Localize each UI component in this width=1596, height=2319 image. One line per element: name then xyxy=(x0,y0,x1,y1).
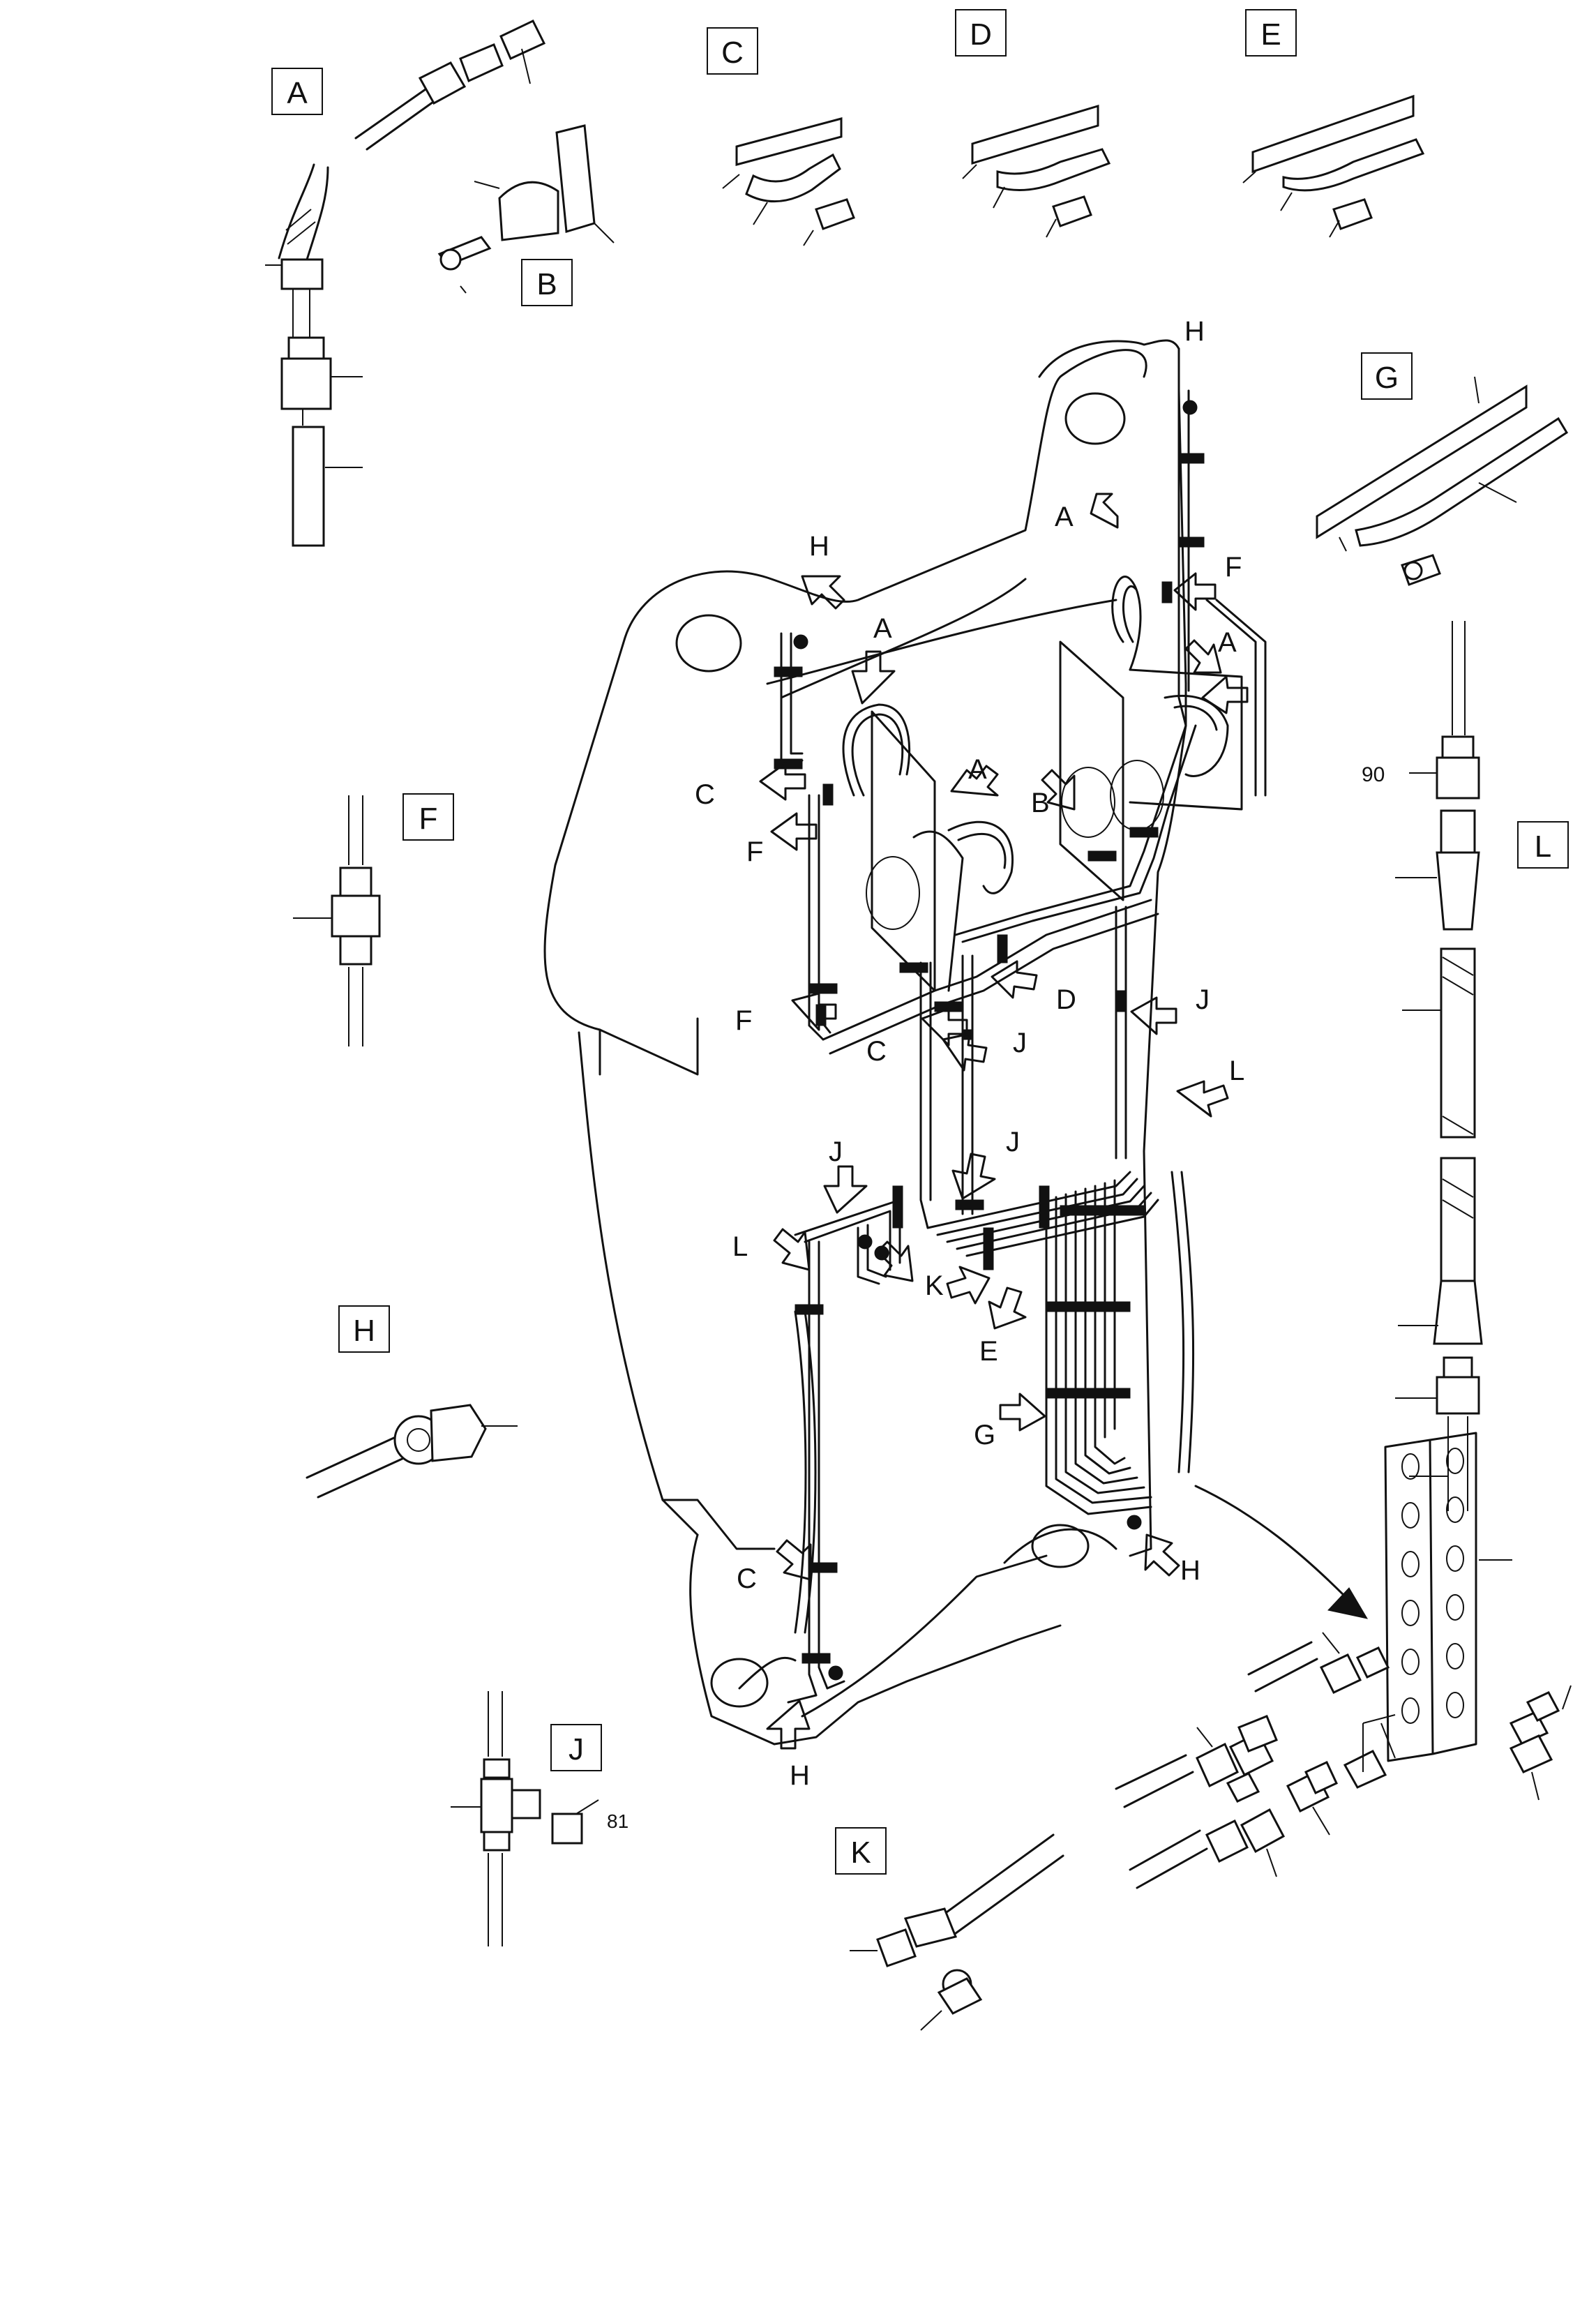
svg-text:A: A xyxy=(968,754,987,785)
svg-text:L: L xyxy=(732,1231,748,1262)
detail-g-strap xyxy=(1316,376,1569,586)
svg-text:J: J xyxy=(1006,1127,1020,1157)
svg-text:K: K xyxy=(850,1836,871,1870)
detail-label-b: B xyxy=(521,259,573,306)
svg-text:A: A xyxy=(1218,627,1237,658)
detail-label-j: J xyxy=(550,1724,602,1771)
perforated-bar-detail xyxy=(1115,1432,1572,1889)
detail-k-elbow xyxy=(850,1833,1064,2031)
boom-assembly xyxy=(543,339,1267,1746)
svg-text:J: J xyxy=(829,1136,843,1167)
svg-text:F: F xyxy=(735,1005,752,1036)
detail-e-strap xyxy=(1242,94,1425,238)
svg-text:L: L xyxy=(1229,1056,1244,1086)
svg-text:H: H xyxy=(809,531,829,562)
svg-text:F: F xyxy=(419,802,438,836)
svg-text:C: C xyxy=(737,1563,757,1594)
detail-f-union xyxy=(293,795,381,1046)
svg-text:D: D xyxy=(970,17,992,52)
svg-text:F: F xyxy=(1225,552,1242,583)
detail-a-hose-fitting xyxy=(265,20,546,547)
svg-text:E: E xyxy=(1260,17,1281,52)
svg-text:H: H xyxy=(1184,316,1205,347)
svg-text:K: K xyxy=(925,1270,944,1301)
svg-text:C: C xyxy=(866,1036,887,1067)
svg-text:90: 90 xyxy=(1362,763,1385,786)
svg-text:C: C xyxy=(695,779,715,810)
detail-label-f: F xyxy=(402,793,454,841)
detail-label-c: C xyxy=(707,27,758,75)
detail-label-l: L xyxy=(1517,821,1569,869)
detail-d-strap xyxy=(962,104,1111,238)
callout-arrows xyxy=(759,493,1369,1750)
svg-text:B: B xyxy=(536,267,557,301)
detail-label-g: G xyxy=(1361,352,1413,400)
svg-text:81: 81 xyxy=(607,1810,628,1832)
detail-label-e: E xyxy=(1245,9,1297,57)
detail-label-k: K xyxy=(835,1827,887,1875)
svg-text:E: E xyxy=(979,1336,998,1367)
callout-letters: H A C F F A B A H F A D C J J L J J L K … xyxy=(695,316,1244,1791)
svg-text:D: D xyxy=(1056,984,1076,1015)
detail-j-tee: 81 xyxy=(451,1691,628,1946)
detail-b-clamp xyxy=(437,124,615,294)
svg-text:A: A xyxy=(287,76,308,110)
svg-text:H: H xyxy=(790,1760,810,1791)
svg-text:H: H xyxy=(1180,1555,1200,1586)
svg-text:J: J xyxy=(569,1732,584,1766)
svg-text:C: C xyxy=(721,36,744,70)
svg-text:A: A xyxy=(873,613,892,644)
svg-text:B: B xyxy=(1031,788,1050,818)
svg-text:F: F xyxy=(746,836,763,867)
svg-text:J: J xyxy=(1196,984,1210,1015)
svg-text:G: G xyxy=(1375,361,1399,395)
detail-label-h: H xyxy=(338,1305,390,1353)
detail-h-elbow xyxy=(306,1404,518,1499)
svg-text:J: J xyxy=(1013,1028,1027,1058)
detail-c-strap xyxy=(722,117,855,246)
svg-text:L: L xyxy=(1535,830,1551,864)
detail-l-hose: 90 xyxy=(1362,621,1483,1511)
svg-text:H: H xyxy=(353,1314,375,1348)
svg-text:G: G xyxy=(974,1420,995,1450)
detail-label-a: A xyxy=(271,68,323,115)
svg-text:A: A xyxy=(1055,502,1074,532)
detail-label-d: D xyxy=(955,9,1007,57)
